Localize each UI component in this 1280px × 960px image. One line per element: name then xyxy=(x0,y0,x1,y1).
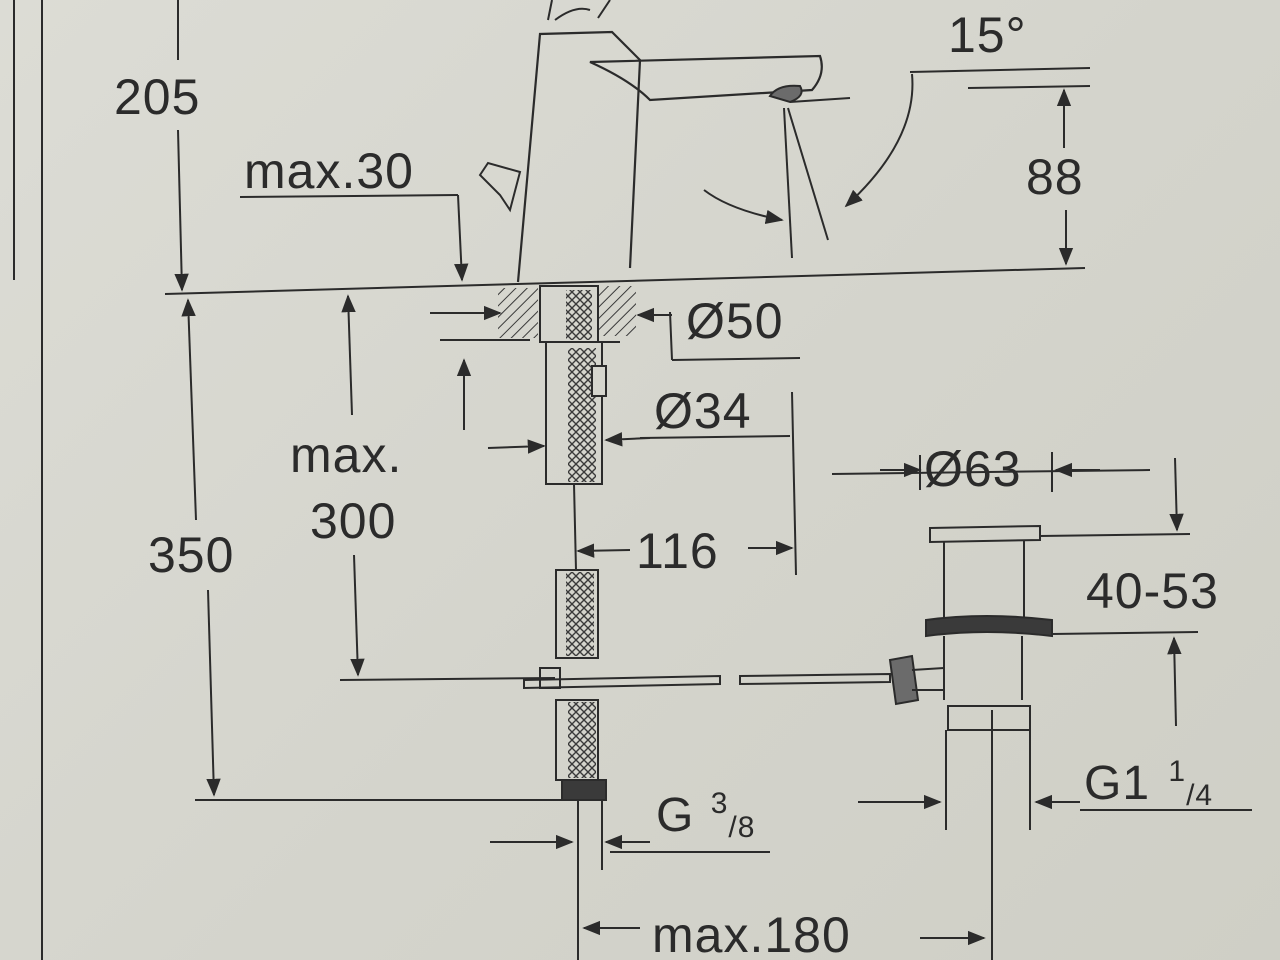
supply-thread-numerator: 3 xyxy=(710,787,729,820)
label-waste-diameter: Ø63 xyxy=(924,441,1022,497)
label-supply-thread: G 3/8 xyxy=(656,789,754,843)
label-deck-300: 300 xyxy=(310,493,397,549)
waste-nut xyxy=(947,705,1031,731)
leader-max30 xyxy=(239,194,459,198)
label-deck-max: max. xyxy=(290,427,403,483)
supply-thread-main: G xyxy=(656,789,695,842)
deck-section-right xyxy=(598,286,636,336)
label-body-diameter: Ø34 xyxy=(654,383,752,439)
dim-line-350 xyxy=(181,298,197,521)
label-waste-range: 40-53 xyxy=(1086,563,1219,619)
label-length-350: 350 xyxy=(148,527,235,583)
label-spout-reach-116: 116 xyxy=(636,523,719,579)
label-max-180: max.180 xyxy=(652,907,851,960)
waste-thread-denominator: /4 xyxy=(1186,779,1214,812)
waste-body xyxy=(943,540,1025,620)
hose-segment-1 xyxy=(555,569,599,659)
faucet-body xyxy=(516,30,642,283)
label-waste-thread: G1 1/4 xyxy=(1084,757,1212,811)
label-hole-diameter: Ø50 xyxy=(686,293,784,349)
waste-flange xyxy=(929,524,1041,544)
label-spout-angle: 15° xyxy=(948,7,1027,63)
waste-thread-main: G1 xyxy=(1084,757,1151,810)
faucet-spout xyxy=(589,54,823,102)
supply-nut xyxy=(561,779,607,801)
label-height-205: 205 xyxy=(114,69,201,125)
waste-pivot xyxy=(888,654,920,706)
label-spout-height-88: 88 xyxy=(1026,149,1084,205)
label-lever-clearance: max.30 xyxy=(244,143,414,199)
supply-thread-denominator: /8 xyxy=(728,811,756,844)
waste-ring xyxy=(925,615,1053,638)
faucet-lever xyxy=(478,161,522,213)
leader-50 xyxy=(669,311,673,361)
dim-line-116-ext xyxy=(791,391,797,576)
supply-hose xyxy=(573,483,577,571)
angle-arc-15 xyxy=(844,73,914,208)
deck-section-left xyxy=(498,288,538,338)
deck-line xyxy=(164,267,1086,295)
popup-rod xyxy=(523,674,721,690)
waste-thread-numerator: 1 xyxy=(1168,755,1187,788)
dim-line-max300 xyxy=(341,294,356,416)
